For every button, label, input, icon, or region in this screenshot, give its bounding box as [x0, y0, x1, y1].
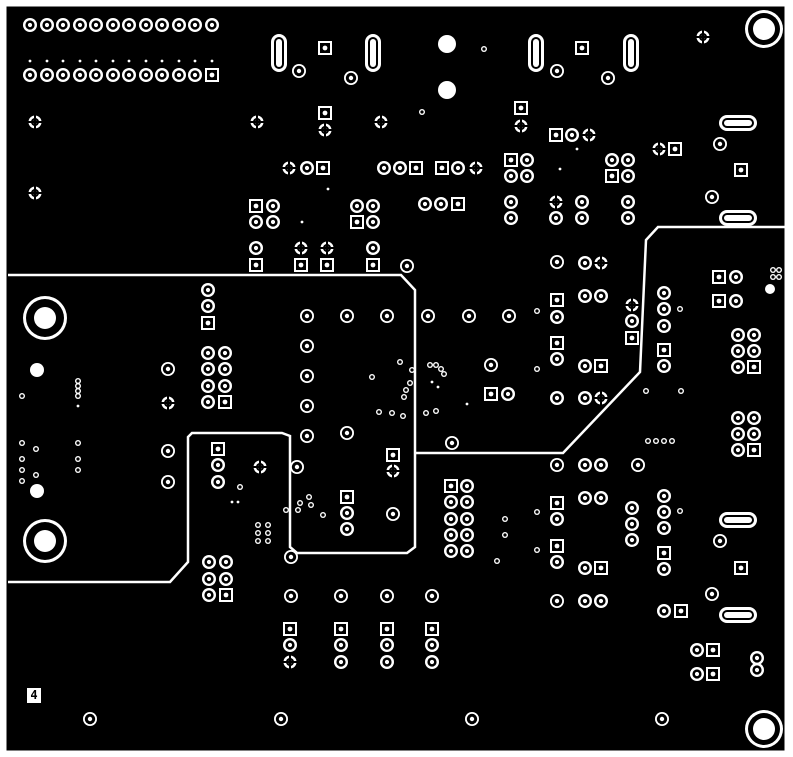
layer-number-label: 4 — [27, 688, 41, 703]
mounting-holes — [23, 10, 783, 748]
slot-holes — [271, 34, 757, 623]
copper-pour — [5, 5, 786, 752]
plane-split-lines — [8, 225, 785, 584]
